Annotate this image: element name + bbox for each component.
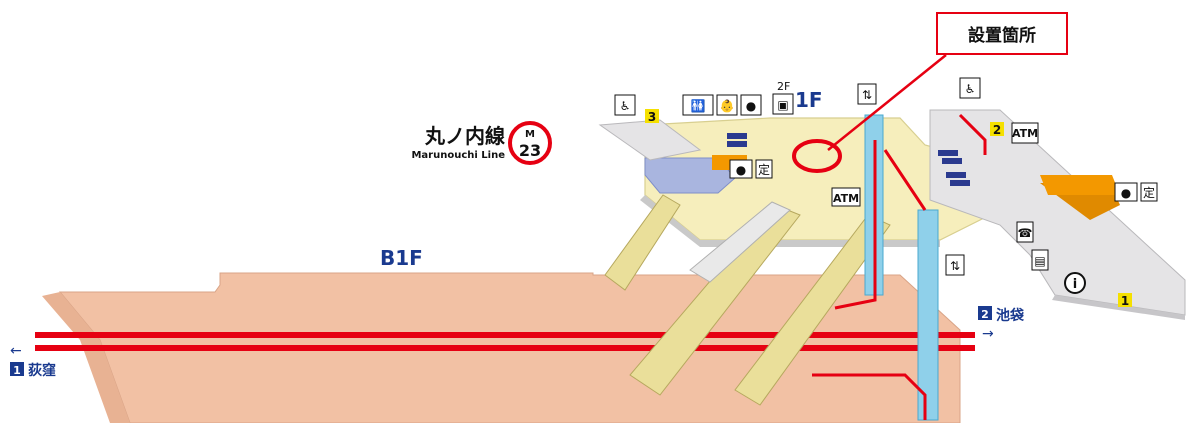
information-glyph: i — [1073, 277, 1077, 292]
facility-icons: ♿ 🚻 👶 ● ▣ ● 定 ATM ⇅ ⇅ ♿ ATM ● 定 — [614, 77, 1158, 294]
exit2-area — [929, 109, 1186, 320]
direction-east: 2 池袋 → — [978, 306, 1025, 342]
wheelchair-icon: ♿ — [620, 99, 631, 113]
baby-care-icon: 👶 — [720, 99, 735, 113]
install-location-ring — [792, 139, 842, 173]
floor-label-1f: 1F — [795, 88, 823, 112]
floor-label-b1f: B1F — [380, 246, 423, 270]
atm-center-label: ATM — [833, 192, 859, 205]
line-name-en: Marunouchi Line — [411, 150, 505, 161]
ticket-office-icon: 定 — [758, 162, 770, 177]
exit-badges: 3 2 1 — [645, 109, 1132, 308]
line-logo: M 23 丸ノ内線 Marunouchi Line — [411, 121, 552, 165]
exit3-area — [598, 119, 702, 161]
ticket-gates — [727, 133, 970, 186]
phone-icon: ☎ — [1018, 226, 1033, 240]
exit-3-number: 3 — [648, 110, 656, 124]
stairs — [604, 194, 891, 406]
nursing-room-icon: ● — [746, 99, 756, 113]
east-arrow: → — [982, 326, 994, 342]
install-location-callout: 設置箇所 — [936, 12, 1068, 55]
information-icon — [1064, 272, 1086, 294]
exit-1-number: 1 — [1121, 294, 1129, 308]
floor-label-2f: 2F — [777, 80, 790, 93]
accessible-route — [812, 113, 987, 420]
exit-2-number: 2 — [993, 123, 1001, 137]
line-code-letter: M — [525, 129, 535, 140]
line-code-badge — [508, 121, 552, 165]
station-staff-icon: ● — [736, 163, 746, 177]
station-staff-right-icon: ● — [1121, 186, 1131, 200]
ticket-right-icon: 定 — [1143, 185, 1155, 200]
west-arrow: ← — [10, 343, 22, 359]
line-code-number: 23 — [519, 141, 541, 160]
elevator-icon: ⇅ — [862, 88, 872, 102]
west-label: 荻窪 — [28, 362, 56, 379]
line-name-jp: 丸ノ内線 — [424, 124, 505, 148]
direction-west: ← 1 荻窪 — [10, 343, 56, 379]
station-office-icon: ▣ — [777, 98, 788, 112]
restroom-icon: 🚻 — [691, 99, 706, 113]
locker-icon: ▤ — [1034, 254, 1045, 268]
callout-pointer — [827, 54, 947, 151]
rail-tracks — [35, 332, 975, 351]
west-number: 1 — [13, 364, 21, 377]
elevator-lower-icon: ⇅ — [950, 259, 960, 273]
wheelchair-right-icon: ♿ — [965, 82, 976, 96]
atm-right-label: ATM — [1012, 127, 1038, 140]
east-number: 2 — [981, 308, 989, 321]
east-label: 池袋 — [996, 307, 1025, 324]
